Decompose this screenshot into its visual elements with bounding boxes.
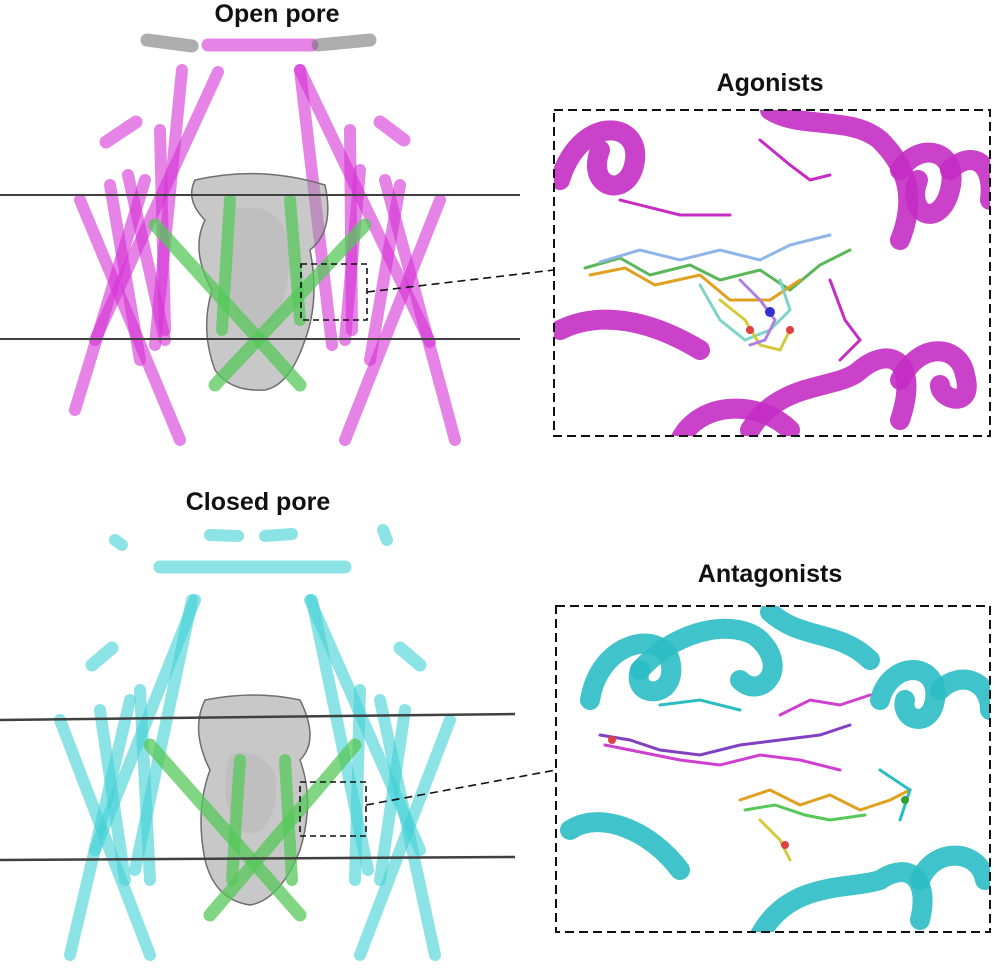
antagonists-frame	[555, 605, 991, 933]
closed-pore-title: Closed pore	[185, 488, 331, 516]
magenta-helices	[69, 33, 461, 446]
open-pore-structure	[0, 33, 555, 446]
agonists-panel	[553, 109, 991, 437]
green-helices	[148, 194, 372, 392]
membrane-line-bottom-closed	[0, 855, 516, 862]
antagonists-title: Antagonists	[697, 560, 843, 588]
membrane-line-top-closed	[0, 712, 516, 722]
magenta-ribbons	[554, 110, 990, 436]
closed-pore-zoom-connector	[365, 769, 557, 806]
antagonists-panel	[555, 605, 991, 933]
open-pore-title: Open pore	[214, 0, 340, 28]
closed-pore-structure	[0, 524, 557, 961]
open-pore-zoom-connector	[366, 269, 555, 293]
closed-pore-zoom-box	[299, 781, 367, 837]
agonists-frame	[553, 109, 991, 437]
ligand-sticks	[583, 138, 862, 362]
cyan-ribbons	[560, 606, 990, 932]
antagonist-sticks	[598, 693, 912, 862]
agonists-title: Agonists	[716, 69, 824, 97]
green-helices-closed	[143, 738, 362, 922]
cyan-helices	[54, 524, 456, 961]
